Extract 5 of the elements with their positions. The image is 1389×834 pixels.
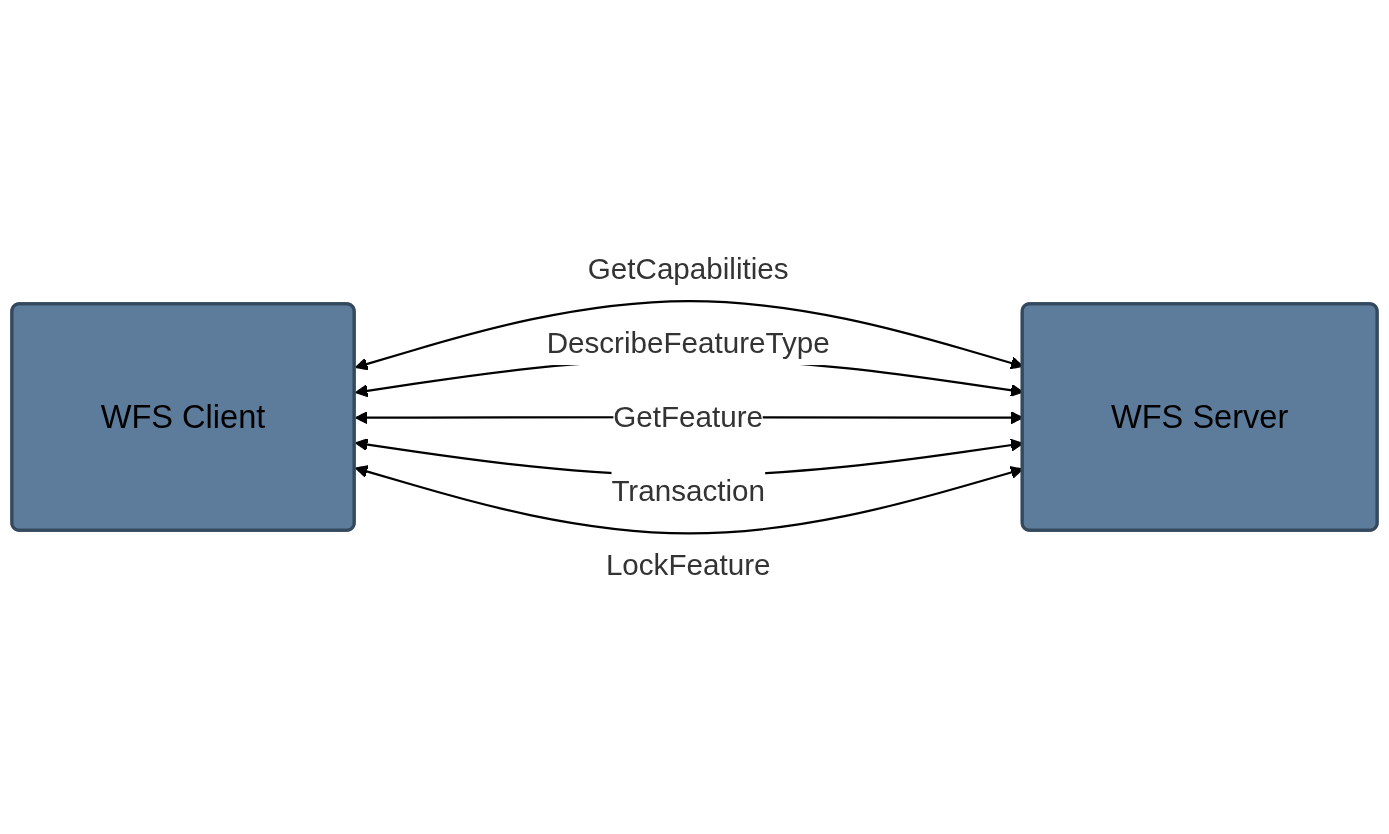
edge-label: Transaction xyxy=(611,474,765,508)
edge-label: GetFeature xyxy=(613,400,764,434)
edge-label: LockFeature xyxy=(605,548,771,582)
edge-label: DescribeFeatureType xyxy=(546,326,830,360)
edge-label: GetCapabilities xyxy=(587,252,789,286)
